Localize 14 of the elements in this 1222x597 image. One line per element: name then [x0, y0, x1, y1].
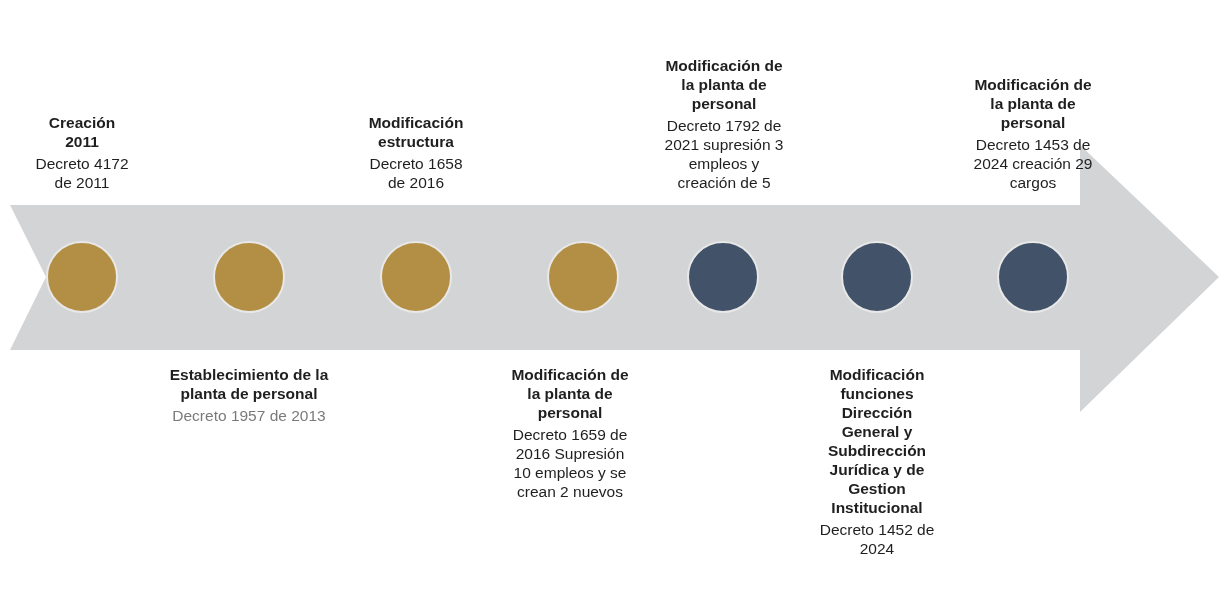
milestone-description: Decreto 1792 de 2021 supresión 3 empleos y creación de 5 [663, 116, 785, 192]
milestone-title: Modificación de la planta de personal [664, 56, 784, 113]
milestone-title: Modificación de la planta de personal [973, 75, 1093, 132]
milestone-description: Decreto 1658 de 2016 [368, 154, 464, 192]
milestone-description: Decreto 1453 de 2024 creación 29 cargos [972, 135, 1094, 192]
milestone-description: Decreto 1957 de 2013 [172, 406, 326, 425]
milestone-title: Creación 2011 [47, 113, 117, 151]
milestone-description: Decreto 1659 de 2016 Supresión 10 empleos y se crean 2 nuevos [511, 425, 629, 501]
milestone-title: Modificación estructura [367, 113, 465, 151]
milestone-description: Decreto 4172 de 2011 [34, 154, 130, 192]
milestone-title: Modificación funciones Dirección General y Subdirección Jurídica y de Gestion Institucional [826, 365, 928, 517]
milestone-title: Establecimiento de la planta de personal [169, 365, 329, 403]
milestone-description: Decreto 1452 de 2024 [818, 520, 936, 558]
milestone-title: Modificación de la planta de personal [510, 365, 630, 422]
